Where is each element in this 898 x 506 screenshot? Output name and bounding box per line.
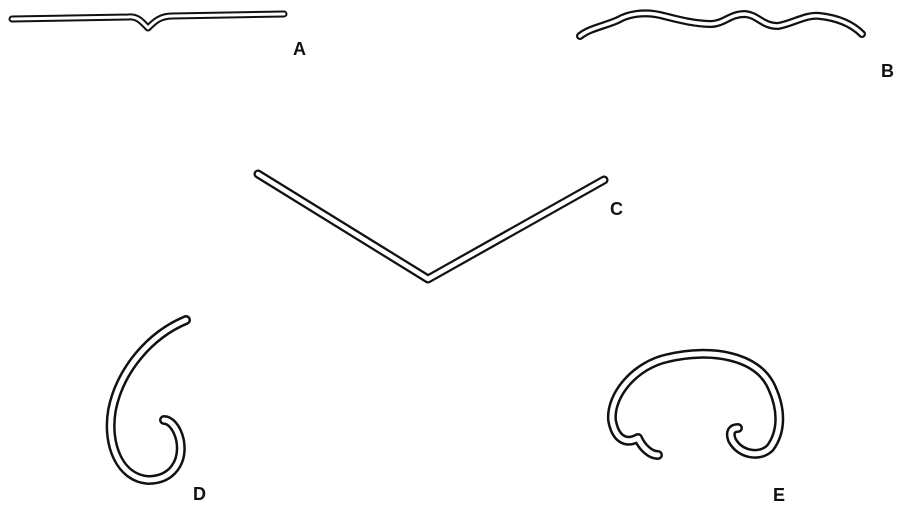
panel-b: B xyxy=(580,13,894,81)
panel-label-c: C xyxy=(610,199,623,219)
filament-c xyxy=(258,174,604,279)
panel-d: D xyxy=(111,320,206,504)
filament-d xyxy=(111,320,186,480)
panel-c: C xyxy=(258,174,623,279)
panel-e: E xyxy=(612,354,785,505)
panel-label-a: A xyxy=(293,39,306,59)
panel-a: A xyxy=(12,14,306,59)
filament-e xyxy=(612,354,779,455)
panel-label-b: B xyxy=(881,61,894,81)
filament-b xyxy=(580,13,862,36)
panel-label-d: D xyxy=(193,484,206,504)
panel-label-e: E xyxy=(773,485,785,505)
filament-a xyxy=(12,14,284,28)
